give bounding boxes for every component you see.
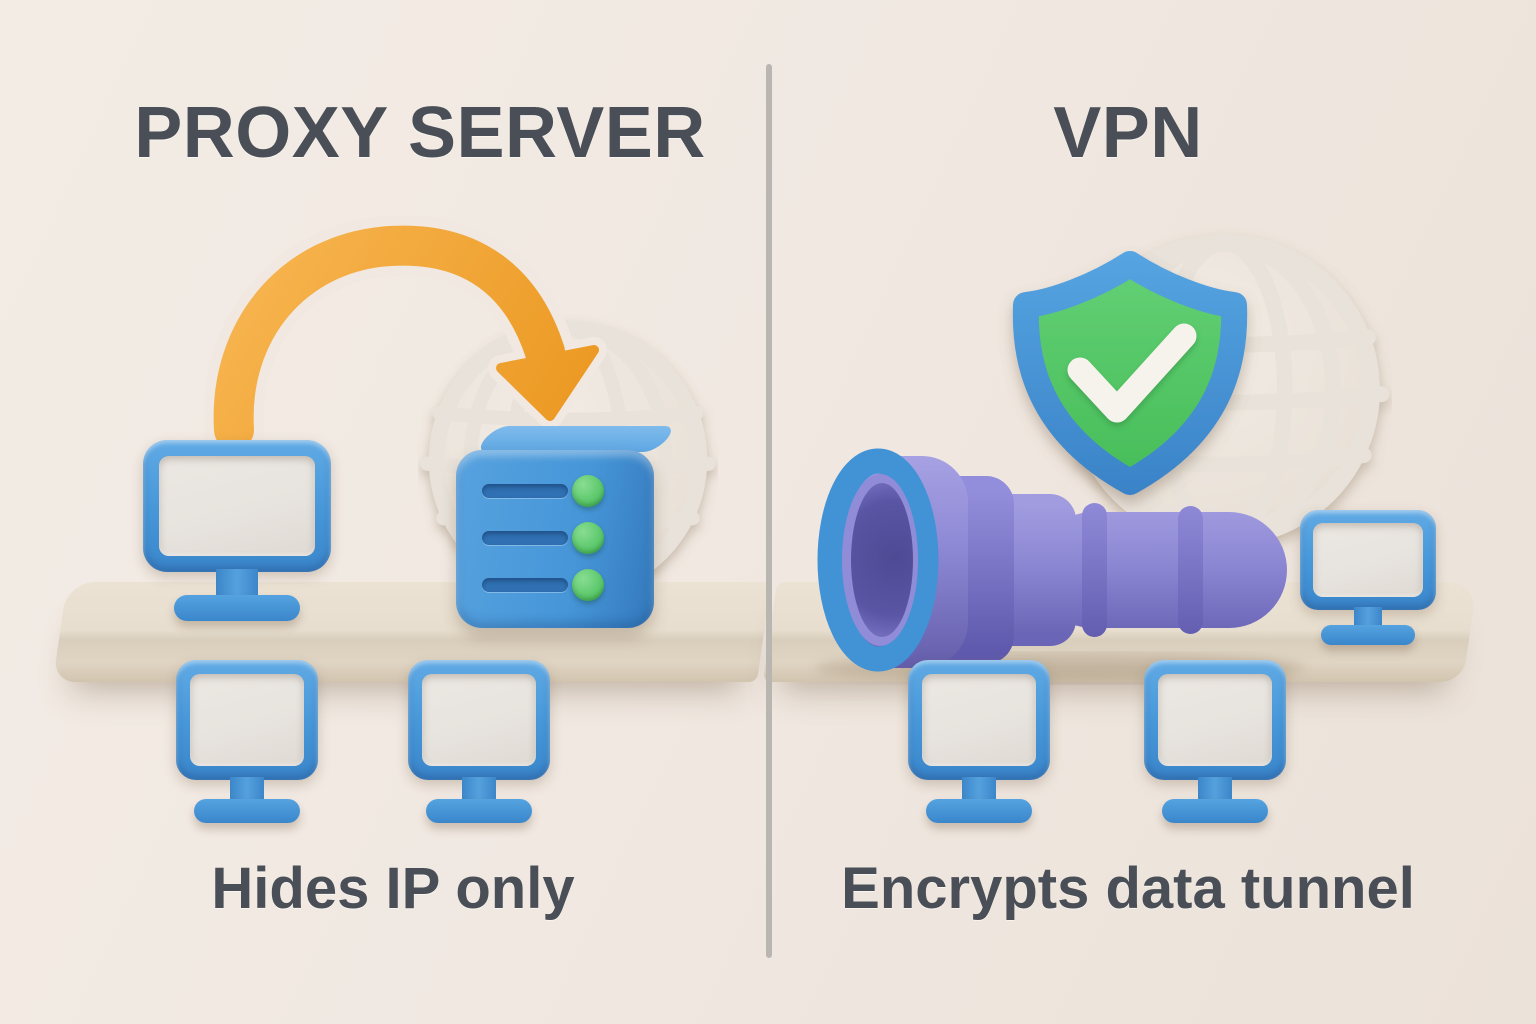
monitor-stand xyxy=(1354,607,1382,629)
center-divider xyxy=(766,64,772,958)
monitor-screen xyxy=(922,674,1036,766)
monitor-screen xyxy=(159,456,315,556)
monitor-screen xyxy=(190,674,304,766)
right-panel-title: VPN xyxy=(1053,93,1203,173)
monitor-base xyxy=(194,799,300,823)
monitor-frame xyxy=(1144,660,1286,780)
server-front-face xyxy=(456,450,654,628)
server-led xyxy=(572,475,604,507)
monitor-frame xyxy=(1300,510,1436,610)
monitor-screen xyxy=(1158,674,1272,766)
monitor-screen xyxy=(1313,523,1423,597)
server-led xyxy=(572,569,604,601)
workstation-icon xyxy=(408,660,550,823)
server-led xyxy=(572,522,604,554)
tunnel-opening xyxy=(851,483,913,637)
checkmark-icon xyxy=(1067,323,1197,423)
client-computer-icon xyxy=(1300,510,1436,645)
monitor-stand xyxy=(1198,777,1232,803)
security-shield-icon xyxy=(1012,251,1248,495)
server-slot xyxy=(482,578,568,592)
vpn-tunnel-icon xyxy=(815,448,1305,682)
left-panel-title: PROXY SERVER xyxy=(134,93,706,173)
monitor-base xyxy=(1321,625,1415,645)
monitor-base xyxy=(174,595,300,621)
proxy-server-icon xyxy=(450,422,678,628)
monitor-base xyxy=(426,799,532,823)
monitor-frame xyxy=(143,440,331,572)
monitor-base xyxy=(926,799,1032,823)
monitor-frame xyxy=(908,660,1050,780)
monitor-screen xyxy=(422,674,536,766)
monitor-base xyxy=(1162,799,1268,823)
monitor-stand xyxy=(962,777,996,803)
server-slot xyxy=(482,531,568,545)
monitor-stand xyxy=(462,777,496,803)
monitor-stand xyxy=(230,777,264,803)
right-panel-caption: Encrypts data tunnel xyxy=(841,856,1415,921)
client-computer-icon xyxy=(143,440,331,621)
server-slot xyxy=(482,484,568,498)
server-top-face xyxy=(474,426,678,452)
curved-redirect-arrow-icon xyxy=(203,215,607,460)
left-panel-caption: Hides IP only xyxy=(211,856,575,921)
workstation-icon xyxy=(908,660,1050,823)
monitor-stand xyxy=(216,569,258,599)
workstation-icon xyxy=(176,660,318,823)
monitor-frame xyxy=(176,660,318,780)
tunnel-collar xyxy=(817,448,939,672)
monitor-frame xyxy=(408,660,550,780)
workstation-icon xyxy=(1144,660,1286,823)
